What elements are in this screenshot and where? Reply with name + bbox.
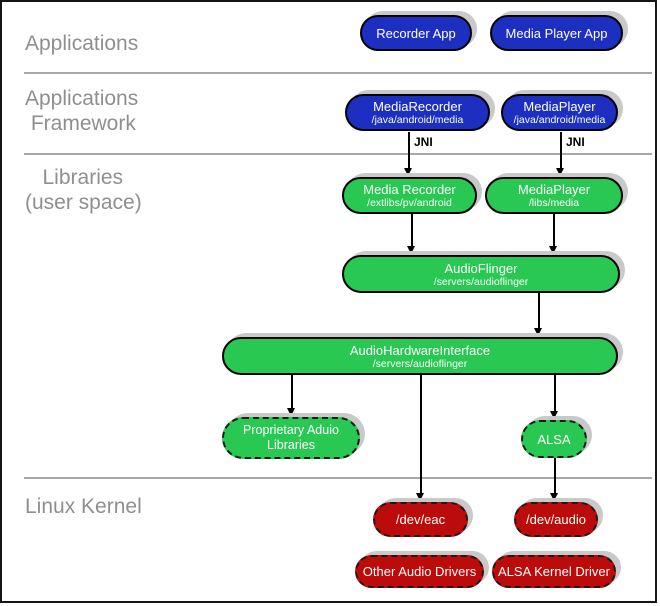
node-path: /servers/audioflinger bbox=[372, 357, 468, 370]
node-path: /extlibs/pv/android bbox=[367, 197, 452, 209]
jni-label-left: JNI bbox=[414, 135, 433, 149]
connector-alsa-to-dev-audio bbox=[554, 458, 556, 494]
jni-label-right: JNI bbox=[566, 135, 585, 149]
arrowhead bbox=[549, 411, 558, 419]
arrowhead bbox=[533, 328, 542, 336]
node-audiohardwareinterface: AudioHardwareInterface /servers/audiofli… bbox=[222, 337, 618, 375]
node-dev-audio: /dev/audio bbox=[514, 502, 598, 537]
node-title: Other Audio Drivers bbox=[362, 564, 477, 579]
connector-audioflinger-to-ahi bbox=[538, 293, 540, 329]
node-title-line1: Proprietary Aduio bbox=[243, 423, 339, 437]
divider-applications bbox=[24, 72, 652, 74]
connector-mediaplayer-jni bbox=[560, 132, 562, 170]
arrowhead bbox=[555, 168, 564, 176]
arrowhead bbox=[549, 493, 558, 501]
node-dev-eac: /dev/eac bbox=[373, 502, 468, 537]
layer-label-applications-framework: Applications Framework bbox=[25, 87, 139, 135]
node-media-recorder-lib: Media Recorder /extlibs/pv/android bbox=[342, 177, 477, 214]
layer-label-linux-kernel: Linux Kernel bbox=[25, 495, 142, 518]
node-path: /libs/media bbox=[528, 197, 580, 209]
node-title: AudioFlinger bbox=[444, 260, 518, 276]
node-media-player-app: Media Player App bbox=[490, 15, 623, 51]
arrowhead bbox=[415, 493, 424, 501]
layer-label-applications: Applications bbox=[25, 32, 139, 55]
node-audioflinger: AudioFlinger /servers/audioflinger bbox=[342, 255, 620, 293]
node-mediaplayer-framework: MediaPlayer /java/android/media bbox=[501, 94, 618, 131]
node-mediaplayer-lib: MediaPlayer /libs/media bbox=[485, 177, 623, 214]
node-title: ALSA bbox=[537, 431, 571, 447]
node-alsa: ALSA bbox=[521, 420, 587, 458]
node-alsa-kernel-driver: ALSA Kernel Driver bbox=[492, 555, 616, 588]
connector-player-to-audioflinger bbox=[553, 214, 555, 248]
arrowhead bbox=[403, 168, 412, 176]
node-title: /dev/audio bbox=[526, 512, 586, 527]
node-title: MediaPlayer bbox=[523, 99, 596, 114]
node-title: AudioHardwareInterface bbox=[349, 342, 491, 358]
node-recorder-app: Recorder App bbox=[360, 15, 472, 51]
divider-framework bbox=[24, 153, 652, 155]
connector-ahi-to-proprietary bbox=[291, 375, 293, 409]
node-title: MediaPlayer bbox=[517, 182, 591, 197]
node-title: Media Recorder bbox=[363, 182, 456, 197]
connector-recorder-to-audioflinger bbox=[411, 214, 413, 248]
node-mediarecorder-framework: MediaRecorder /java/android/media bbox=[345, 94, 490, 131]
connector-mediarecorder-jni bbox=[408, 132, 410, 170]
node-other-audio-drivers: Other Audio Drivers bbox=[355, 555, 484, 588]
node-path: /servers/audioflinger bbox=[433, 275, 529, 288]
layer-label-libraries: Libraries (user space) bbox=[25, 166, 142, 214]
node-title: Media Player App bbox=[505, 25, 608, 41]
node-title: Recorder App bbox=[376, 25, 456, 41]
arrowhead bbox=[286, 408, 295, 416]
node-path: /java/android/media bbox=[513, 114, 606, 126]
node-title-line2: Libraries bbox=[267, 438, 315, 452]
arrowhead bbox=[548, 246, 557, 254]
connector-ahi-to-dev-eac bbox=[420, 375, 422, 494]
node-path: /java/android/media bbox=[371, 114, 464, 126]
connector-ahi-to-alsa bbox=[554, 375, 556, 412]
node-proprietary-audio-libraries: Proprietary Aduio Libraries bbox=[222, 417, 360, 459]
node-title: /dev/eac bbox=[395, 512, 446, 527]
node-title: ALSA Kernel Driver bbox=[498, 564, 610, 579]
arrowhead bbox=[406, 246, 415, 254]
divider-kernel bbox=[24, 477, 652, 479]
node-title: MediaRecorder bbox=[373, 99, 462, 114]
